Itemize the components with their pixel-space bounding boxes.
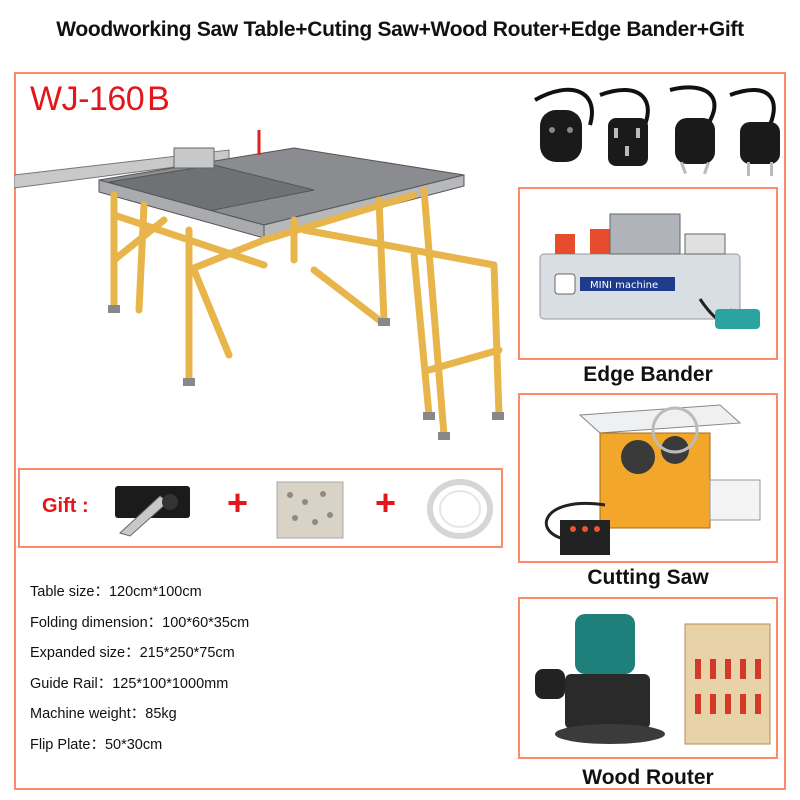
plus-sign-1: + bbox=[227, 482, 249, 523]
spec-guide-rail: Guide Rail：125*100*1000mm bbox=[30, 675, 229, 692]
spec-expanded-size: Expanded size：215*250*75cm bbox=[30, 645, 235, 661]
spec-table-size: Table size：120cm*100cm bbox=[30, 584, 202, 600]
au-plug-icon bbox=[675, 118, 715, 175]
screws-bag-image bbox=[276, 481, 344, 539]
wood-router-label: Wood Router bbox=[582, 766, 714, 789]
wood-router-box bbox=[518, 597, 778, 759]
page-title: Woodworking Saw Table+Cuting Saw+Wood Ro… bbox=[56, 18, 744, 41]
plus-sign-2: + bbox=[375, 482, 397, 523]
model-suffix: B bbox=[147, 80, 170, 118]
edge-bander-label: Edge Bander bbox=[583, 363, 713, 386]
spec-flip-plate: Flip Plate：50*30cm bbox=[30, 736, 163, 753]
model-number: WJ-160 bbox=[30, 80, 145, 118]
saw-table-image bbox=[14, 130, 504, 440]
edge-banding-roll-image bbox=[427, 479, 493, 539]
cutting-saw-box bbox=[518, 393, 778, 563]
gift-label: Gift : bbox=[42, 495, 89, 517]
eu-plug-icon bbox=[540, 110, 582, 162]
cutting-saw-image bbox=[544, 404, 761, 555]
spec-machine-weight: Machine weight：85kg bbox=[30, 706, 177, 722]
main-frame bbox=[14, 72, 786, 790]
spec-folding-dimension: Folding dimension：100*60*35cm bbox=[30, 614, 250, 631]
cutting-saw-label: Cutting Saw bbox=[587, 566, 709, 589]
model-code: WJ-160B bbox=[30, 80, 170, 119]
gift-box: Gift : + + bbox=[18, 468, 503, 548]
bander-brand-text: MINI machine bbox=[590, 280, 658, 291]
wood-router-image bbox=[535, 614, 771, 745]
edge-bander-image: MINI machine bbox=[539, 213, 760, 329]
fence-bracket-image bbox=[115, 486, 190, 537]
power-plugs-image bbox=[534, 85, 780, 176]
specs-list: Table size：120cm*100cm Folding dimension… bbox=[30, 582, 249, 765]
us-plug-icon bbox=[740, 122, 780, 176]
edge-bander-box: MINI machine bbox=[518, 187, 778, 360]
uk-plug-icon bbox=[608, 118, 648, 166]
